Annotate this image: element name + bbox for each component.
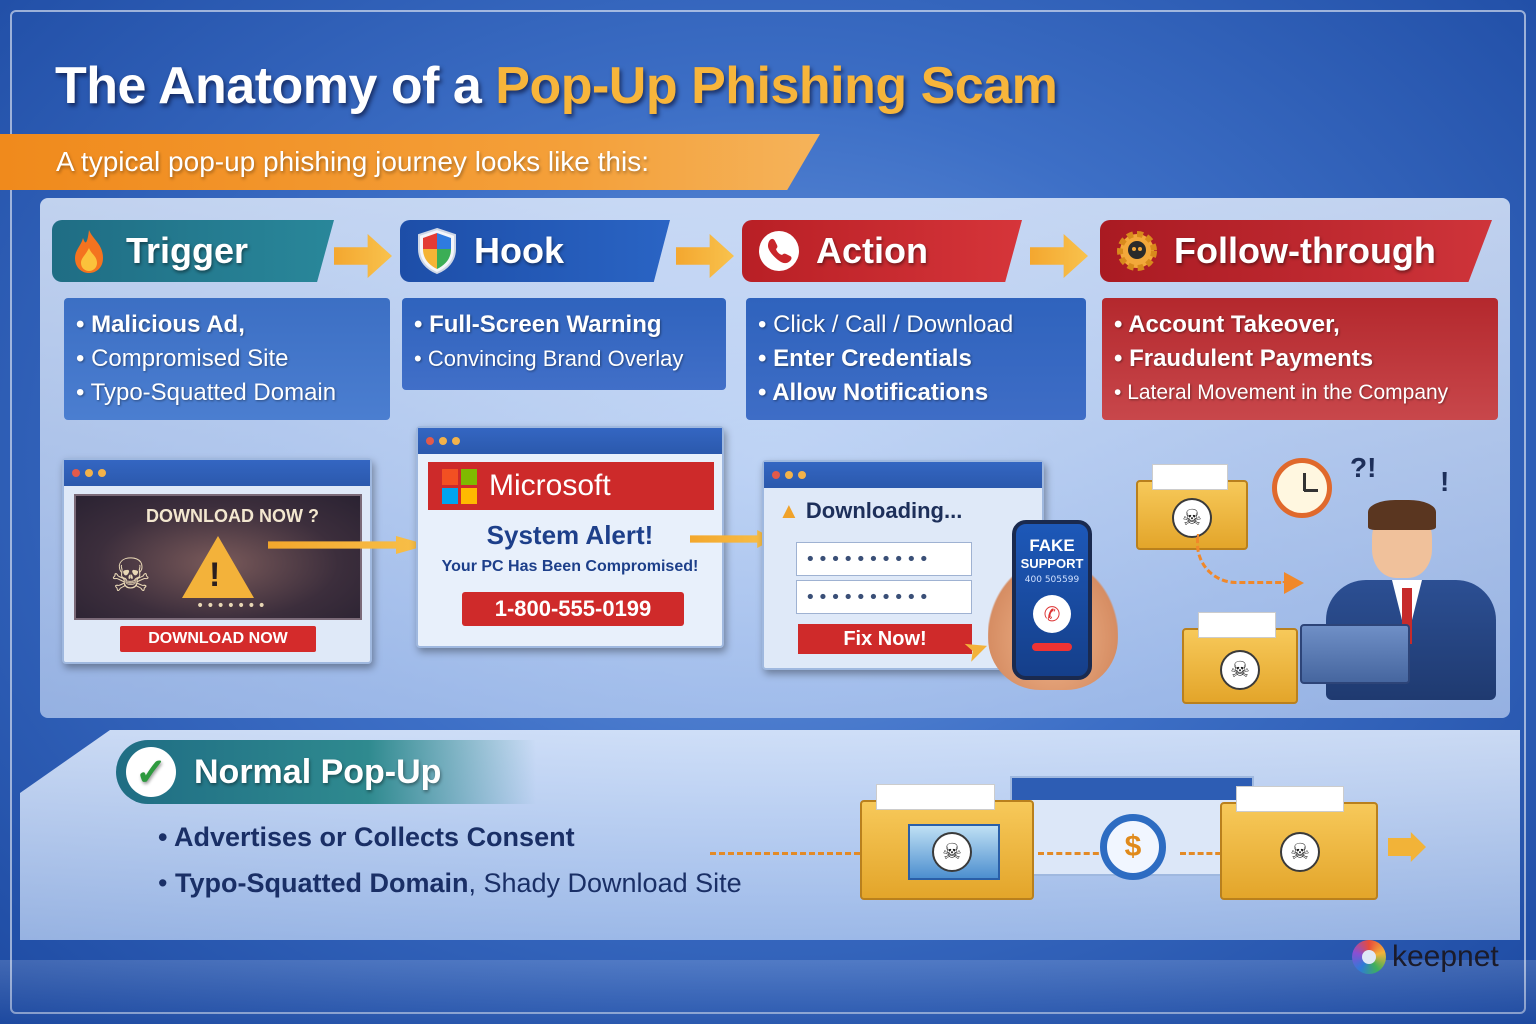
normal-popup-bullets: Advertises or Collects Consent Typo-Squa… — [158, 814, 742, 906]
folder-icon: ☠ — [860, 784, 1034, 900]
window-titlebar — [418, 428, 722, 454]
window-titlebar — [64, 460, 370, 486]
list-item: Full-Screen Warning — [414, 308, 714, 342]
skull-icon: ☠ — [1280, 832, 1320, 872]
warning-icon: ▲ — [778, 498, 800, 523]
stage-hook-header: Hook — [400, 220, 670, 282]
laptop-icon — [1300, 624, 1410, 684]
warning-icon — [182, 536, 254, 598]
skull-icon: ☠ — [1220, 650, 1260, 690]
money-cycle-icon: $ — [1100, 814, 1166, 880]
fake-support-number[interactable]: 1-800-555-0199 — [462, 592, 684, 626]
folder-icon: ☠ — [1220, 786, 1378, 900]
download-now-button[interactable]: DOWNLOAD NOW — [120, 626, 316, 652]
exclamation-icon: ?! — [1350, 452, 1377, 483]
list-item: Account Takeover, — [1114, 308, 1486, 342]
normal-popup-label: Normal Pop-Up — [194, 752, 442, 791]
stage-trigger-label: Trigger — [126, 230, 249, 271]
footer-band — [0, 960, 1536, 1024]
action-bullets: Click / Call / Download Enter Credential… — [746, 298, 1086, 420]
password-field[interactable]: •••••••••• — [796, 580, 972, 614]
follow-bullets: Account Takeover, Fraudulent Payments La… — [1102, 298, 1498, 420]
page-title: The Anatomy of a Pop-Up Phishing Scam — [55, 56, 1058, 116]
stage-hook-label: Hook — [474, 230, 564, 271]
list-item: Allow Notifications — [758, 376, 1074, 410]
list-item: Advertises or Collects Consent — [158, 814, 742, 860]
folder-icon: ☠ — [1182, 612, 1298, 704]
download-headline: DOWNLOAD NOW ? — [146, 506, 319, 526]
hook-bullets: Full-Screen Warning Convincing Brand Ove… — [402, 298, 726, 390]
list-item: Convincing Brand Overlay — [414, 342, 714, 376]
dashed-connector — [1180, 852, 1230, 855]
stage-action-label: Action — [816, 230, 928, 271]
compromised-message: Your PC Has Been Compromised! — [441, 558, 699, 575]
loading-dots: ••••••• — [196, 598, 268, 614]
title-main: The Anatomy of a — [55, 57, 496, 115]
fix-now-button[interactable]: Fix Now! — [798, 624, 972, 654]
stage-follow-header: Follow-through — [1100, 220, 1492, 282]
skull-icon: ☠ — [1172, 498, 1212, 538]
microsoft-logo-icon — [442, 468, 477, 504]
list-item: Click / Call / Download — [758, 308, 1074, 342]
exclamation-icon: ! — [1440, 466, 1450, 497]
list-item: Typo-Squatted Domain — [76, 376, 378, 410]
fake-alert-window: Microsoft System Alert! Your PC Has Been… — [416, 426, 724, 648]
skull-icon: ☠ — [110, 548, 152, 602]
stage-follow-label: Follow-through — [1174, 230, 1436, 271]
system-alert-heading: System Alert! — [486, 520, 654, 550]
phone-line2: SUPPORT — [1020, 556, 1084, 571]
subtitle-band — [0, 134, 820, 190]
list-item: Typo-Squatted Domain, Shady Download Sit… — [158, 860, 742, 906]
gear-skull-icon — [1114, 228, 1160, 274]
checkmark-icon: ✓ — [126, 747, 176, 797]
list-item: Fraudulent Payments — [1114, 342, 1486, 376]
brand-name: Microsoft — [489, 469, 611, 502]
normal-popup-header: ✓ Normal Pop-Up — [116, 740, 536, 804]
trigger-bullets: Malicious Ad, Compromised Site Typo-Squa… — [64, 298, 390, 420]
brand-logo: keepnet — [1352, 940, 1499, 974]
dashed-connector — [710, 852, 860, 855]
list-item: Lateral Movement in the Company — [1114, 376, 1486, 410]
phone-line1: FAKE — [1029, 536, 1075, 555]
keepnet-logo-icon — [1352, 940, 1386, 974]
brand-banner: Microsoft — [428, 462, 714, 510]
window-titlebar — [764, 462, 1042, 488]
malicious-ad-window: DOWNLOAD NOW ? ☠ ! ••••••• DOWNLOAD NOW — [62, 458, 372, 664]
stage-trigger-header: Trigger — [52, 220, 334, 282]
list-item: Enter Credentials — [758, 342, 1074, 376]
phone-icon — [756, 228, 802, 274]
title-accent: Pop-Up Phishing Scam — [495, 57, 1058, 115]
flame-icon — [66, 228, 112, 274]
brand-logo-text: keepnet — [1392, 940, 1499, 973]
background-window — [1010, 776, 1254, 876]
password-field[interactable]: •••••••••• — [796, 542, 972, 576]
dashed-connector — [1038, 852, 1108, 855]
alarm-clock-icon — [1272, 458, 1332, 518]
downloading-title: ▲ Downloading... — [778, 498, 963, 523]
shield-icon — [414, 227, 460, 275]
end-call-bar — [1032, 643, 1072, 651]
fake-support-phone: FAKE SUPPORT 400 505599 ✆ — [1012, 520, 1092, 680]
list-item: Malicious Ad, — [76, 308, 378, 342]
list-item: Compromised Site — [76, 342, 378, 376]
subtitle: A typical pop-up phishing journey looks … — [56, 146, 650, 177]
phone-number: 400 505599 — [1024, 575, 1080, 585]
stage-action-header: Action — [742, 220, 1022, 282]
call-icon: ✆ — [1033, 595, 1071, 633]
skull-icon: ☠ — [932, 832, 972, 872]
